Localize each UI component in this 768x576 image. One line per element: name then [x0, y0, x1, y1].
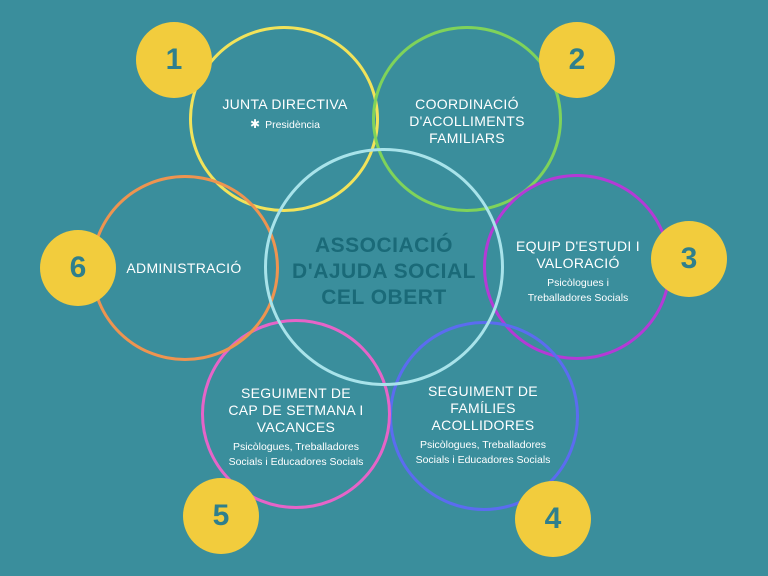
- node-4-sub-line-1: Psicòlogues, Treballadores: [419, 439, 547, 451]
- node-4-title-line-3: ACOLLIDORES: [431, 417, 535, 433]
- node-2-title-line-3: FAMILIARS: [429, 130, 505, 146]
- badge-5: 5: [183, 478, 259, 554]
- node-3-label: EQUIP D'ESTUDI I VALORACIÓ Psicòlogues i…: [497, 238, 659, 306]
- badge-2: 2: [539, 22, 615, 98]
- badge-6: 6: [40, 230, 116, 306]
- node-4-title-line-2: FAMÍLIES: [450, 400, 516, 416]
- node-2-title-line-2: D'ACOLLIMENTS: [409, 113, 525, 129]
- node-6-title: ADMINISTRACIÓ: [126, 260, 242, 276]
- node-4-sub-line-2: Socials i Educadores Socials: [415, 454, 551, 466]
- node-4-title-line-1: SEGUIMENT DE: [428, 383, 538, 399]
- ring-center: [264, 148, 504, 386]
- node-2-title-line-1: COORDINACIÓ: [415, 96, 519, 112]
- badge-4: 4: [515, 481, 591, 557]
- node-4-label: SEGUIMENT DE FAMÍLIES ACOLLIDORES Psicòl…: [396, 383, 570, 468]
- node-3-sub: Psicòlogues i Treballadores Socials: [497, 276, 659, 306]
- node-5-title-line-3: VACANCES: [256, 419, 336, 435]
- node-5-label: SEGUIMENT DE CAP DE SETMANA I VACANCES P…: [208, 385, 384, 470]
- node-5-title-line-1: SEGUIMENT DE: [241, 385, 351, 401]
- node-3-title-line-2: VALORACIÓ: [536, 255, 620, 271]
- node-1-title: JUNTA DIRECTIVA: [222, 96, 348, 112]
- node-1-sub-line-1: Presidència: [265, 119, 320, 131]
- center-title-line-2: D'AJUDA SOCIAL: [292, 260, 476, 283]
- node-2-label: COORDINACIÓ D'ACOLLIMENTS FAMILIARS: [378, 96, 556, 147]
- node-5-title-line-2: CAP DE SETMANA I: [228, 402, 364, 418]
- center-title-line-1: ASSOCIACIÓ: [314, 234, 453, 257]
- node-5-sub: Psicòlogues, Treballadores Socials i Edu…: [208, 440, 384, 470]
- badge-3: 3: [651, 221, 727, 297]
- center-title-line-3: CEL OBERT: [321, 286, 447, 309]
- center-title: ASSOCIACIÓ D'AJUDA SOCIAL CEL OBERT: [274, 233, 494, 311]
- badge-1: 1: [136, 22, 212, 98]
- node-6-label: ADMINISTRACIÓ: [120, 260, 248, 277]
- node-3-sub-line-1: Psicòlogues i: [547, 277, 609, 289]
- node-3-title-line-1: EQUIP D'ESTUDI I: [516, 238, 640, 254]
- node-3-sub-line-2: Treballadores Socials: [527, 292, 629, 304]
- node-1-label: JUNTA DIRECTIVA ✱ Presidència: [196, 96, 374, 133]
- node-4-sub: Psicòlogues, Treballadores Socials i Edu…: [396, 438, 570, 468]
- node-5-sub-line-2: Socials i Educadores Socials: [228, 456, 364, 468]
- node-5-sub-line-1: Psicòlogues, Treballadores: [232, 441, 360, 453]
- node-1-sub: ✱ Presidència: [196, 117, 374, 133]
- asterisk-icon: ✱: [250, 117, 261, 131]
